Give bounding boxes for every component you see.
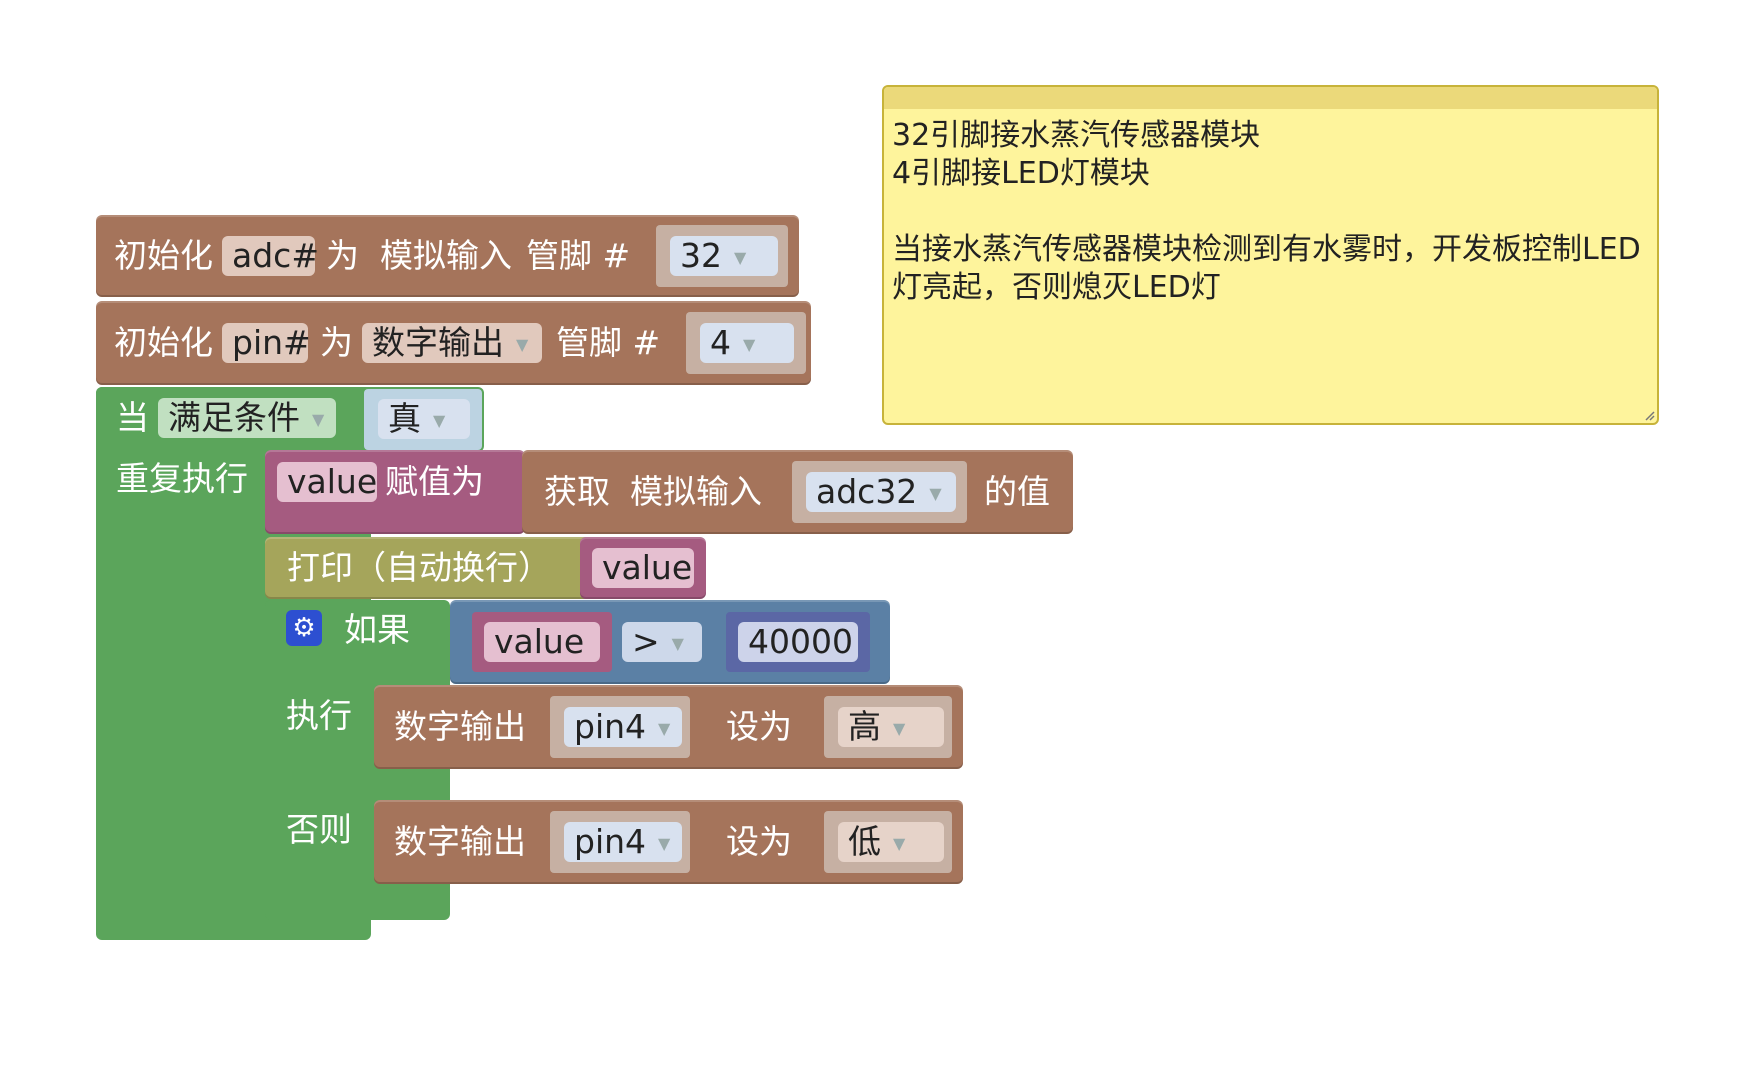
else-label: 否则 <box>286 810 352 849</box>
dropdown-arrow-icon: ▼ <box>893 833 906 853</box>
compare-left-field[interactable]: value <box>484 622 600 662</box>
repeat-label: 重复执行 <box>116 459 248 498</box>
settings-gear-icon[interactable]: ⚙ <box>286 610 322 646</box>
resize-handle-icon[interactable] <box>1643 409 1655 421</box>
else-digital-write-block[interactable]: 数字输出 pin4▼ 设为 低▼ <box>374 800 963 884</box>
analog-label: 模拟输入 <box>630 472 762 511</box>
dropdown-arrow-icon: ▼ <box>671 633 684 653</box>
comment-note[interactable]: 32引脚接水蒸汽传感器模块 4引脚接LED灯模块 当接水蒸汽传感器模块检测到有水… <box>882 85 1659 425</box>
pin-mode-dropdown[interactable]: 数字输出▼ <box>362 323 542 363</box>
compare-right-field[interactable]: 40000 <box>738 622 858 662</box>
print-label: 打印（自动换行） <box>287 548 551 587</box>
compare-left-block[interactable]: value <box>472 612 612 672</box>
value-slot: 高▼ <box>824 696 952 758</box>
assign-label: 赋值为 <box>385 462 484 501</box>
print-block[interactable]: 打印（自动换行） <box>265 537 595 599</box>
dropdown-arrow-icon: ▼ <box>516 334 529 354</box>
dropdown-arrow-icon: ▼ <box>743 334 756 354</box>
pin-input-slot: 32▼ <box>656 225 788 287</box>
else-level-dropdown[interactable]: 低▼ <box>838 822 944 862</box>
as-label: 为 <box>326 236 359 275</box>
when-label: 当 <box>116 398 149 437</box>
if-label: 如果 <box>344 610 410 649</box>
value-suffix: 的值 <box>984 472 1050 511</box>
pin-var-field[interactable]: pin# <box>222 323 311 363</box>
pin-slot: pin4▼ <box>550 811 690 873</box>
get-label: 获取 <box>544 472 610 511</box>
else-pin-dropdown[interactable]: pin4▼ <box>564 822 682 862</box>
digital-write-label: 数字输出 <box>394 707 526 746</box>
pin-label: 管脚 # <box>526 236 631 275</box>
out-pin-dropdown[interactable]: 4▼ <box>700 323 794 363</box>
then-label: 执行 <box>286 696 352 735</box>
adc-var-field[interactable]: adc# <box>222 236 319 276</box>
pin-label: 管脚 # <box>556 323 661 362</box>
init-adc-block[interactable]: 初始化 adc# 为 模拟输入 管脚 # 32▼ <box>96 215 799 297</box>
init-keyword: 初始化 <box>114 236 213 275</box>
set-label: 设为 <box>726 707 792 746</box>
then-pin-dropdown[interactable]: pin4▼ <box>564 707 682 747</box>
pin-slot: pin4▼ <box>550 696 690 758</box>
condition-slot: 真▼ <box>364 389 482 450</box>
set-label: 设为 <box>726 822 792 861</box>
comment-text[interactable]: 32引脚接水蒸汽传感器模块 4引脚接LED灯模块 当接水蒸汽传感器模块检测到有水… <box>892 118 1641 305</box>
mode-label: 模拟输入 <box>380 236 512 275</box>
get-analog-block[interactable]: 获取 模拟输入 adc32▼ 的值 <box>522 450 1073 534</box>
dropdown-arrow-icon: ▼ <box>734 247 747 267</box>
print-arg-block[interactable]: value <box>580 537 706 599</box>
digital-write-label: 数字输出 <box>394 822 526 861</box>
then-level-dropdown[interactable]: 高▼ <box>838 707 944 747</box>
dropdown-arrow-icon: ▼ <box>433 410 446 430</box>
assign-var-field[interactable]: value <box>277 462 377 502</box>
compare-right-block[interactable]: 40000 <box>726 612 870 672</box>
compare-block[interactable]: value >▼ 40000 <box>450 600 890 684</box>
value-slot: 低▼ <box>824 811 952 873</box>
dropdown-arrow-icon: ▼ <box>929 483 942 503</box>
init-pin-block[interactable]: 初始化 pin# 为 数字输出▼ 管脚 # 4▼ <box>96 301 811 385</box>
assign-block[interactable]: value 赋值为 <box>265 450 525 534</box>
comment-drag-bar[interactable] <box>884 87 1657 109</box>
dropdown-arrow-icon: ▼ <box>658 718 671 738</box>
loop-mode-dropdown[interactable]: 满足条件▼ <box>158 398 336 438</box>
channel-dropdown[interactable]: adc32▼ <box>806 472 956 512</box>
operator-dropdown[interactable]: >▼ <box>622 622 702 662</box>
init-keyword: 初始化 <box>114 323 213 362</box>
as-label: 为 <box>320 323 353 362</box>
dropdown-arrow-icon: ▼ <box>312 409 325 429</box>
dropdown-arrow-icon: ▼ <box>893 718 906 738</box>
then-digital-write-block[interactable]: 数字输出 pin4▼ 设为 高▼ <box>374 685 963 769</box>
adc-pin-dropdown[interactable]: 32▼ <box>670 236 778 276</box>
channel-slot: adc32▼ <box>792 461 967 523</box>
pin-input-slot: 4▼ <box>686 312 806 374</box>
condition-value-dropdown[interactable]: 真▼ <box>378 399 470 439</box>
dropdown-arrow-icon: ▼ <box>658 833 671 853</box>
print-arg-field[interactable]: value <box>592 548 694 588</box>
